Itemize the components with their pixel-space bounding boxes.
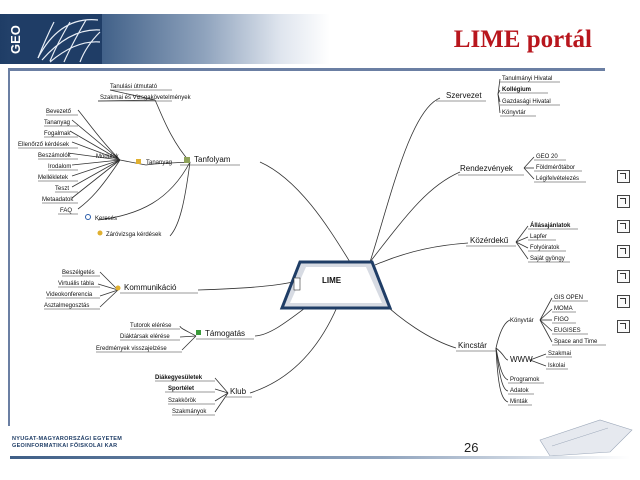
leaf-konyvtar[interactable]: Könyvtár <box>510 318 534 324</box>
book-icon[interactable] <box>617 270 630 283</box>
tools-icon[interactable] <box>617 295 630 308</box>
leaf-www-item[interactable]: Szakmai <box>548 351 571 357</box>
leaf-kereses[interactable]: Keresés <box>95 216 117 222</box>
module-item[interactable]: Mellékletek <box>38 175 69 181</box>
branch-klub[interactable]: Klub <box>230 387 247 396</box>
leaf-konyvtar-item[interactable]: GIS OPEN <box>554 295 583 301</box>
center-node[interactable]: LIME <box>279 260 393 310</box>
leaf-rendezvenyek[interactable]: GEO 20 <box>536 154 558 160</box>
header-divider <box>8 68 605 71</box>
leaf-tananyag[interactable]: Tananyag <box>146 160 172 166</box>
leaf-klub[interactable]: Sportélet <box>168 386 194 392</box>
leaf-szervezet[interactable]: Gazdasági Hivatal <box>502 99 551 105</box>
leaf-konyvtar-item[interactable]: Space and Time <box>554 339 598 345</box>
leaf-kozerdeku[interactable]: Lapfer <box>530 234 547 240</box>
logo-text: GEO <box>10 25 23 54</box>
leaf-konyvtar-item[interactable]: FIGO <box>554 317 569 323</box>
side-toolbar <box>617 170 631 345</box>
leaf-konyvtar-item[interactable]: EUGISES <box>554 328 581 334</box>
branch-rendezvenyek[interactable]: Rendezvények <box>460 164 514 173</box>
leaf-tamogatas[interactable]: Eredmények visszajelzése <box>96 346 167 352</box>
module-item[interactable]: Metaadatok <box>42 197 74 203</box>
leaf-szervezet[interactable]: Tanulmányi Hivatal <box>502 76 552 82</box>
branch-kozerdeku[interactable]: Közérdekű <box>470 236 509 245</box>
leaf-zarovizsga[interactable]: Záróvizsga kérdések <box>106 232 162 238</box>
leaf-underlines <box>18 81 606 416</box>
branch-tamogatas[interactable]: Támogatás <box>205 329 245 338</box>
leaf-kozerdeku[interactable]: Saját gyöngy <box>530 256 565 262</box>
edit-icon[interactable] <box>617 220 630 233</box>
module-item[interactable]: Tananyag <box>44 120 70 126</box>
mindmap-connectors <box>67 78 553 413</box>
footer-line1: NYUGAT-MAGYARORSZÁGI EGYETEM <box>12 436 123 442</box>
leaf-modulok[interactable]: Modulok <box>96 154 120 160</box>
navigate-icon[interactable] <box>617 170 630 183</box>
leaf-kozerdeku[interactable]: Folyóiratok <box>530 245 560 251</box>
center-node-icon <box>293 277 301 291</box>
leaf-rendezvenyek[interactable]: Földmérőtábor <box>536 165 575 171</box>
module-list: Bevezető Tananyag Fogalmak Ellenőrző kér… <box>18 109 74 214</box>
leaf-kincstar[interactable]: Minták <box>510 399 529 405</box>
leaf-kozerdeku[interactable]: Állásajánlatok <box>530 222 571 229</box>
tananyag-icon <box>136 159 141 164</box>
leaf-konyvtar-item[interactable]: MOMA <box>554 306 573 312</box>
branch-kincstar[interactable]: Kincstár <box>458 341 487 350</box>
leaf-www-item[interactable]: Iskolai <box>548 363 565 369</box>
leaf-szakmai-kovetelmenyek[interactable]: Szakmai és Vizsgakövetelmények <box>100 95 192 101</box>
kommunikacio-icon <box>115 285 121 291</box>
tanfolyam-icon <box>184 157 190 163</box>
leaf-tanulasi-utmutato[interactable]: Tanulási útmutató <box>110 84 158 90</box>
branch-tanfolyam[interactable]: Tanfolyam <box>194 155 231 164</box>
tamogatas-icon <box>196 330 201 335</box>
user-icon[interactable] <box>617 320 630 333</box>
leaf-tamogatas[interactable]: Tutorok elérése <box>130 323 172 329</box>
footer-institution: NYUGAT-MAGYARORSZÁGI EGYETEM GEOINFORMAT… <box>12 436 122 450</box>
module-item[interactable]: Fogalmak <box>44 131 71 137</box>
module-item[interactable]: Beszámolók <box>38 153 72 159</box>
branch-kommunikacio[interactable]: Kommunikáció <box>124 283 177 292</box>
module-item[interactable]: Bevezető <box>46 109 72 115</box>
leaf-kincstar[interactable]: Adatok <box>510 388 530 394</box>
leaf-klub[interactable]: Diákegyesületek <box>155 375 203 381</box>
leaf-tamogatas[interactable]: Diáktársak elérése <box>120 334 170 340</box>
exam-icon <box>97 230 103 236</box>
leaf-kommunikacio[interactable]: Virtuális tábla <box>58 281 95 287</box>
leaf-kommunikacio[interactable]: Videokonferencia <box>46 292 93 298</box>
module-item[interactable]: Teszt <box>55 186 69 192</box>
map-icon[interactable] <box>617 245 630 258</box>
globe-logo-icon: GEO <box>8 14 102 64</box>
module-item[interactable]: Ellenőrző kérdések <box>18 142 70 148</box>
link-icon[interactable] <box>617 195 630 208</box>
film-strip-decoration <box>539 419 633 457</box>
center-label: LIME <box>322 276 342 285</box>
leaf-szervezet[interactable]: Kollégium <box>502 87 531 93</box>
geo-logo: GEO <box>8 14 102 64</box>
footer-line2: GEOINFORMATIKAI FŐISKOLAI KAR <box>12 443 118 449</box>
leaf-kincstar[interactable]: Programok <box>510 377 540 383</box>
leaf-rendezvenyek[interactable]: Légifelvételezés <box>536 176 579 182</box>
leaf-szervezet[interactable]: Könyvtár <box>502 110 526 116</box>
slide-title: LIME portál <box>453 26 592 53</box>
left-border <box>8 68 10 426</box>
leaf-www[interactable]: WWW <box>510 355 533 364</box>
page-number: 26 <box>464 440 479 455</box>
leaf-kommunikacio[interactable]: Asztalmegosztás <box>44 303 89 309</box>
branch-szervezet[interactable]: Szervezet <box>446 91 482 100</box>
leaf-kommunikacio[interactable]: Beszélgetés <box>62 270 95 276</box>
leaf-klub[interactable]: Szakkörök <box>168 398 197 404</box>
bottom-bar <box>10 456 630 459</box>
module-item[interactable]: Irodalom <box>48 164 71 170</box>
search-icon <box>85 214 91 220</box>
module-item[interactable]: FAQ <box>60 208 72 214</box>
leaf-klub[interactable]: Szakmányok <box>172 409 207 415</box>
